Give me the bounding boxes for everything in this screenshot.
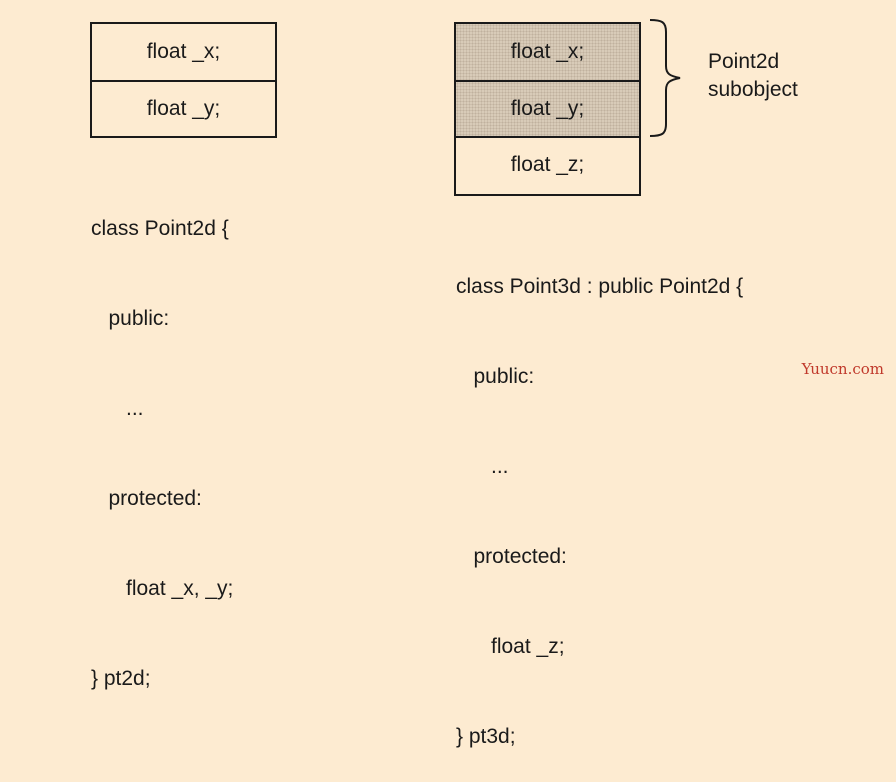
point2d-class-code: class Point2d { public: ... protected: f…: [91, 154, 233, 724]
code-line: protected:: [91, 487, 202, 510]
code-line: class Point3d : public Point2d {: [456, 275, 744, 298]
code-line: float _z;: [456, 635, 565, 658]
code-line: } pt3d;: [456, 725, 516, 748]
point2d-layout-box: float _x; float _y;: [90, 22, 277, 138]
code-line: public:: [456, 365, 535, 388]
point3d-field-z: float _z;: [456, 136, 639, 192]
code-line: float _x, _y;: [91, 577, 234, 600]
code-line: } pt2d;: [91, 667, 151, 690]
watermark-text: Yuucn.com: [801, 360, 884, 378]
subobject-label-line: Point2d: [708, 50, 780, 73]
subobject-label: Point2d subobject: [708, 48, 798, 104]
subobject-label-line: subobject: [708, 78, 798, 101]
point3d-layout-box: float _x; float _y; float _z;: [454, 22, 641, 196]
code-line: ...: [456, 455, 509, 478]
code-line: protected:: [456, 545, 567, 568]
point3d-field-y: float _y;: [456, 80, 639, 136]
code-line: public:: [91, 307, 170, 330]
code-line: class Point2d {: [91, 217, 229, 240]
point3d-class-code: class Point3d : public Point2d { public:…: [456, 212, 743, 782]
subobject-brace: [649, 19, 681, 137]
point2d-field-x: float _x;: [146, 40, 221, 63]
point2d-field-y: float _y;: [92, 80, 275, 136]
point3d-field-x: float _x;: [456, 24, 639, 80]
code-line: ...: [91, 397, 144, 420]
